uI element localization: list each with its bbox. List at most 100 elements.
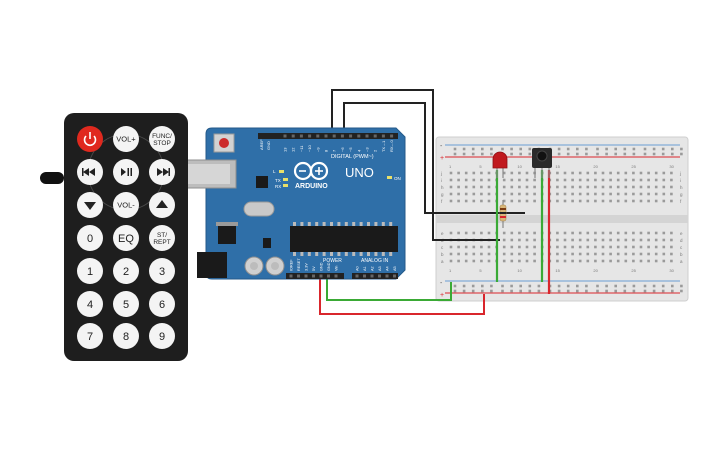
breadboard-rail-hole[interactable]: [576, 147, 579, 151]
breadboard-hole[interactable]: [670, 245, 673, 249]
breadboard-rail-hole[interactable]: [585, 284, 588, 288]
breadboard-hole[interactable]: [594, 192, 597, 196]
remote-button-9[interactable]: 9: [149, 323, 175, 349]
breadboard-rail-hole[interactable]: [614, 289, 617, 293]
digital-pin[interactable]: [308, 134, 312, 138]
remote-button-1[interactable]: 1: [77, 258, 103, 284]
remote-button-0[interactable]: 0: [77, 225, 103, 251]
breadboard-rail-hole[interactable]: [605, 289, 608, 293]
breadboard-hole[interactable]: [578, 178, 582, 182]
breadboard-rail-hole[interactable]: [661, 152, 665, 156]
breadboard-hole[interactable]: [632, 245, 635, 249]
breadboard-rail-hole[interactable]: [680, 152, 683, 156]
breadboard-rail-hole[interactable]: [528, 284, 532, 288]
breadboard-hole[interactable]: [670, 199, 673, 203]
breadboard-hole[interactable]: [472, 231, 476, 235]
breadboard-hole[interactable]: [647, 185, 650, 189]
breadboard-hole[interactable]: [510, 171, 514, 175]
breadboard-hole[interactable]: [624, 238, 628, 242]
digital-pin[interactable]: [324, 134, 328, 138]
digital-pin[interactable]: [332, 134, 336, 138]
breadboard-hole[interactable]: [525, 245, 529, 249]
breadboard-rail-hole[interactable]: [643, 152, 647, 156]
breadboard-hole[interactable]: [487, 171, 491, 175]
breadboard-hole[interactable]: [472, 252, 476, 256]
breadboard-rail-hole[interactable]: [557, 147, 561, 151]
breadboard-hole[interactable]: [578, 192, 582, 196]
power-pin[interactable]: [312, 274, 315, 278]
breadboard-hole[interactable]: [632, 252, 635, 256]
breadboard-hole[interactable]: [639, 199, 643, 203]
breadboard-hole[interactable]: [609, 245, 612, 249]
analog-pin[interactable]: [355, 274, 359, 278]
breadboard-hole[interactable]: [609, 192, 612, 196]
breadboard-rail-hole[interactable]: [566, 152, 570, 156]
breadboard-rail-hole[interactable]: [643, 284, 647, 288]
breadboard-hole[interactable]: [647, 245, 650, 249]
breadboard-hole[interactable]: [632, 238, 635, 242]
breadboard-hole[interactable]: [571, 231, 574, 235]
remote-button-2[interactable]: 2: [113, 258, 139, 284]
breadboard-hole[interactable]: [518, 252, 521, 256]
breadboard-hole[interactable]: [563, 199, 567, 203]
breadboard-rail-hole[interactable]: [471, 147, 475, 151]
breadboard-rail-hole[interactable]: [519, 152, 522, 156]
breadboard-hole[interactable]: [510, 252, 514, 256]
breadboard-hole[interactable]: [449, 252, 453, 256]
breadboard-hole[interactable]: [480, 185, 483, 189]
breadboard-rail-hole[interactable]: [501, 289, 504, 293]
breadboard-hole[interactable]: [654, 259, 658, 263]
analog-pin[interactable]: [385, 274, 389, 278]
breadboard-hole[interactable]: [533, 252, 536, 256]
breadboard-hole[interactable]: [616, 192, 620, 196]
breadboard-rail-hole[interactable]: [519, 284, 522, 288]
breadboard-hole[interactable]: [487, 252, 491, 256]
breadboard-hole[interactable]: [624, 171, 628, 175]
breadboard-hole[interactable]: [609, 238, 612, 242]
breadboard-hole[interactable]: [594, 199, 597, 203]
breadboard-hole[interactable]: [449, 245, 453, 249]
breadboard-hole[interactable]: [609, 171, 612, 175]
breadboard-hole[interactable]: [571, 238, 574, 242]
breadboard-hole[interactable]: [654, 252, 658, 256]
breadboard-rail-hole[interactable]: [632, 147, 636, 151]
breadboard-hole[interactable]: [472, 178, 476, 182]
breadboard-rail-hole[interactable]: [623, 284, 627, 288]
breadboard-hole[interactable]: [670, 178, 673, 182]
breadboard-hole[interactable]: [670, 259, 673, 263]
breadboard-rail-hole[interactable]: [462, 147, 466, 151]
breadboard-hole[interactable]: [502, 231, 506, 235]
breadboard-rail-hole[interactable]: [680, 147, 683, 151]
power-pin[interactable]: [304, 274, 308, 278]
remote-button-6[interactable]: 6: [149, 291, 175, 317]
breadboard-hole[interactable]: [639, 231, 643, 235]
breadboard-rail-hole[interactable]: [481, 284, 484, 288]
breadboard-hole[interactable]: [525, 171, 529, 175]
breadboard-rail-hole[interactable]: [510, 284, 513, 288]
breadboard-hole[interactable]: [556, 231, 559, 235]
breadboard-rail-hole[interactable]: [510, 152, 513, 156]
breadboard-hole[interactable]: [616, 231, 620, 235]
breadboard-hole[interactable]: [502, 245, 506, 249]
breadboard-hole[interactable]: [578, 171, 582, 175]
breadboard-hole[interactable]: [571, 245, 574, 249]
breadboard-hole[interactable]: [502, 171, 506, 175]
breadboard-hole[interactable]: [533, 178, 536, 182]
breadboard-hole[interactable]: [654, 185, 658, 189]
breadboard-hole[interactable]: [586, 171, 590, 175]
breadboard-hole[interactable]: [601, 192, 605, 196]
breadboard-hole[interactable]: [647, 171, 650, 175]
breadboard-rail-hole[interactable]: [576, 284, 579, 288]
breadboard-hole[interactable]: [563, 252, 567, 256]
breadboard-hole[interactable]: [586, 199, 590, 203]
breadboard-hole[interactable]: [480, 178, 483, 182]
breadboard-hole[interactable]: [624, 192, 628, 196]
breadboard-rail-hole[interactable]: [453, 289, 457, 293]
breadboard-hole[interactable]: [457, 171, 460, 175]
power-pin[interactable]: [327, 274, 330, 278]
breadboard-hole[interactable]: [586, 238, 590, 242]
breadboard-hole[interactable]: [556, 238, 559, 242]
breadboard-hole[interactable]: [518, 199, 521, 203]
breadboard-hole[interactable]: [647, 238, 650, 242]
breadboard-hole[interactable]: [639, 259, 643, 263]
